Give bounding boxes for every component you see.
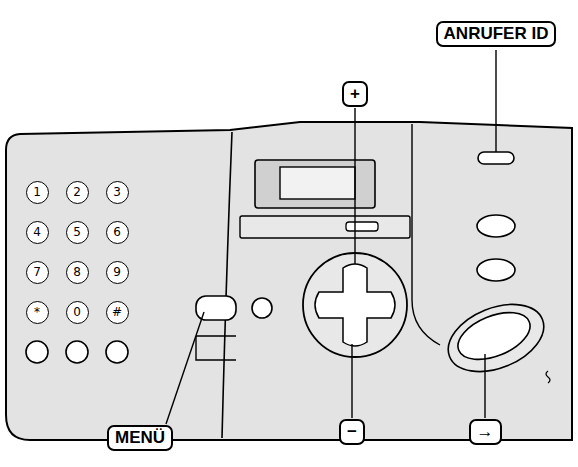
mark: [546, 371, 550, 383]
key-label: 3: [113, 185, 121, 199]
keypad-key: 2: [66, 181, 89, 204]
small-key: [252, 298, 272, 318]
one-touch-key: [66, 341, 88, 363]
button: [477, 215, 515, 237]
keypad-key: 8: [66, 261, 89, 284]
callout-text: +: [350, 84, 360, 104]
key-label: 8: [73, 265, 81, 279]
callout-label: −: [339, 419, 365, 445]
callout-text: MENÜ: [115, 428, 165, 448]
key-label: 0: [73, 305, 81, 319]
keypad-key: 6: [106, 221, 129, 244]
panel-edge: [222, 132, 232, 438]
keypad-key: 5: [66, 221, 89, 244]
one-touch-key: [106, 341, 128, 363]
navigator-cross: [315, 264, 395, 346]
leader-line: [166, 312, 204, 424]
leader-line: [484, 354, 485, 418]
keypad-key: #: [106, 301, 129, 324]
key-label: 5: [73, 225, 81, 239]
keypad-key: 4: [26, 221, 49, 244]
key-label: 1: [33, 185, 41, 199]
navigator-ring: [303, 253, 407, 357]
document-slot: [240, 216, 410, 238]
keypad-key: 9: [106, 261, 129, 284]
panel-housing: [6, 122, 572, 440]
keypad-key: 1: [26, 181, 49, 204]
key-label: 2: [73, 185, 81, 199]
callout-text: →: [477, 422, 494, 442]
callout-label: MENÜ: [107, 425, 173, 451]
one-touch-key: [26, 341, 48, 363]
keypad-key: *: [26, 301, 49, 324]
callout-text: −: [347, 422, 357, 442]
key-label: 7: [33, 265, 41, 279]
slot-button: [346, 222, 378, 231]
panel-edge: [412, 124, 440, 345]
callout-label: →: [469, 419, 502, 445]
start-button: [451, 303, 536, 369]
start-button-rim: [438, 291, 553, 384]
key-label: *: [34, 305, 40, 319]
display: [280, 167, 355, 199]
callout-label: +: [342, 81, 368, 107]
keypad-key: 7: [26, 261, 49, 284]
leader-line: [495, 50, 496, 152]
leader-line: [351, 344, 352, 418]
leader-line: [354, 108, 355, 264]
keypad-key: 0: [66, 301, 89, 324]
key-label: 6: [113, 225, 121, 239]
keypad-key: 3: [106, 181, 129, 204]
key-label: 4: [33, 225, 41, 239]
key-label: #: [112, 305, 122, 319]
caller-id-button: [478, 152, 514, 164]
display-frame: [255, 160, 375, 208]
key-label: 9: [113, 265, 121, 279]
recess: [196, 336, 236, 360]
button: [477, 259, 515, 281]
callout-label: ANRUFER ID: [436, 21, 557, 47]
callout-text: ANRUFER ID: [444, 24, 549, 44]
